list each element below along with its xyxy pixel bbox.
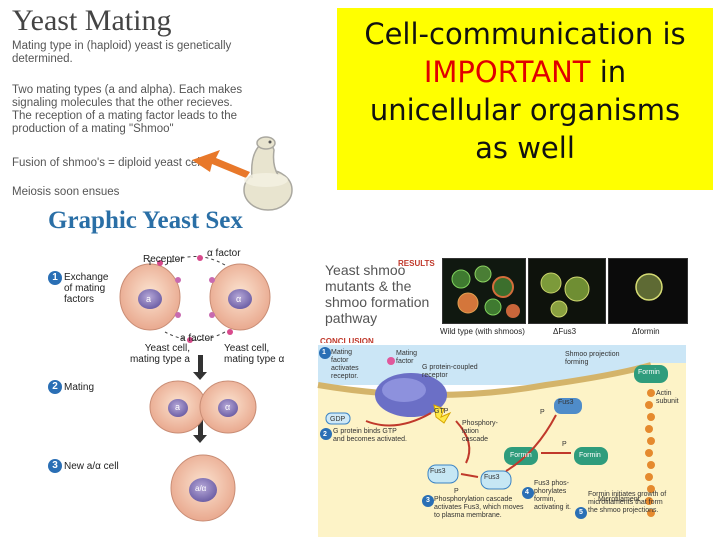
diploid-letter: a/α <box>195 484 207 493</box>
receptor-label: Receptor <box>143 254 184 265</box>
step-3-badge: 3 <box>48 459 62 473</box>
photo1-caption: Wild type (with shmoos) <box>440 327 525 336</box>
callout-line-4: as well <box>475 131 575 165</box>
p-label-2: P <box>562 441 567 448</box>
fused-a-letter: a <box>175 402 181 412</box>
callout-line-2: IMPORTANT in <box>337 53 713 91</box>
step-2-badge: 2 <box>48 380 62 394</box>
fused-alpha-letter: α <box>225 402 231 412</box>
two-types-line-1: Two mating types (a and alpha). Each mak… <box>12 84 243 96</box>
cell-a-letter: a <box>146 294 152 304</box>
formin-photo <box>608 258 688 324</box>
fus3-mid-label: Fus3 <box>484 474 500 481</box>
yeast-mating-title: Yeast Mating <box>12 4 172 37</box>
alpha-factor-label: α factor <box>207 248 241 259</box>
important-word: IMPORTANT <box>423 55 591 89</box>
mating-type-line-1: Mating type in (haploid) yeast is geneti… <box>12 40 232 52</box>
shmoo-illustration <box>192 136 293 211</box>
formin-mid-label: Formin <box>510 452 532 459</box>
microfilament-label: Microfilament <box>598 496 640 503</box>
yeast-cell-a-label: Yeast cell,mating type a <box>129 343 190 365</box>
wild-type-photo <box>442 258 526 324</box>
orange-arrow-icon <box>192 150 250 178</box>
results-label: RESULTS <box>398 259 435 268</box>
importance-callout: Cell-communication is IMPORTANT in unice… <box>337 8 713 190</box>
cell-alpha-letter: α <box>236 294 242 304</box>
gtp-label: GTP <box>434 408 449 415</box>
photo3-caption: Δformin <box>632 327 660 336</box>
step-1-badge: 1 <box>48 271 62 285</box>
two-types-line-2: signaling molecules that the other recie… <box>12 97 233 109</box>
gdp-label: GDP <box>330 416 346 423</box>
step-3-text: New a/α cell <box>64 461 119 472</box>
nucleus-alpha <box>228 289 252 309</box>
c3-badge: 3 <box>426 497 430 504</box>
two-types-line-3: The reception of a mating factor leads t… <box>12 110 238 122</box>
formin-top-label: Formin <box>638 369 660 376</box>
callout-line-2-rest: in <box>590 55 627 89</box>
pathway-diagram <box>316 343 688 537</box>
c1-badge: 1 <box>322 349 326 356</box>
conclusion-label: CONCLUSION <box>320 337 374 346</box>
graphic-yeast-sex-title: Graphic Yeast Sex <box>48 207 243 234</box>
p-label-3: P <box>454 488 459 495</box>
photo2-caption: ΔFus3 <box>553 327 577 336</box>
mating-factor-label: Mating factor <box>396 350 418 365</box>
fus3-photo <box>528 258 606 324</box>
yeast-sex-diagram <box>119 255 271 522</box>
meiosis-line: Meiosis soon ensues <box>12 186 120 198</box>
two-types-line-4: production of a mating "Shmoo" <box>12 123 174 135</box>
mating-type-line-2: determined. <box>12 53 73 65</box>
step-2-text: Mating <box>64 382 95 393</box>
fus3-top-label: Fus3 <box>558 399 574 406</box>
c2-badge: 2 <box>323 431 327 438</box>
callout-line-1: Cell-communication is <box>364 17 686 51</box>
yeast-cell-alpha-label: Yeast cell,mating type α <box>224 343 285 365</box>
nucleus-a <box>138 289 162 309</box>
formin-right-label: Formin <box>579 452 601 459</box>
callout-line-3: unicellular organisms <box>369 93 681 127</box>
fusion-line: Fusion of shmoo's = diploid yeast cell <box>12 157 203 169</box>
c5-badge: 5 <box>579 509 583 516</box>
c4-badge: 4 <box>525 489 529 496</box>
fus3-left-label: Fus3 <box>430 468 446 475</box>
p-label-1: P <box>540 409 545 416</box>
a-factor-label: a factor <box>180 333 214 344</box>
